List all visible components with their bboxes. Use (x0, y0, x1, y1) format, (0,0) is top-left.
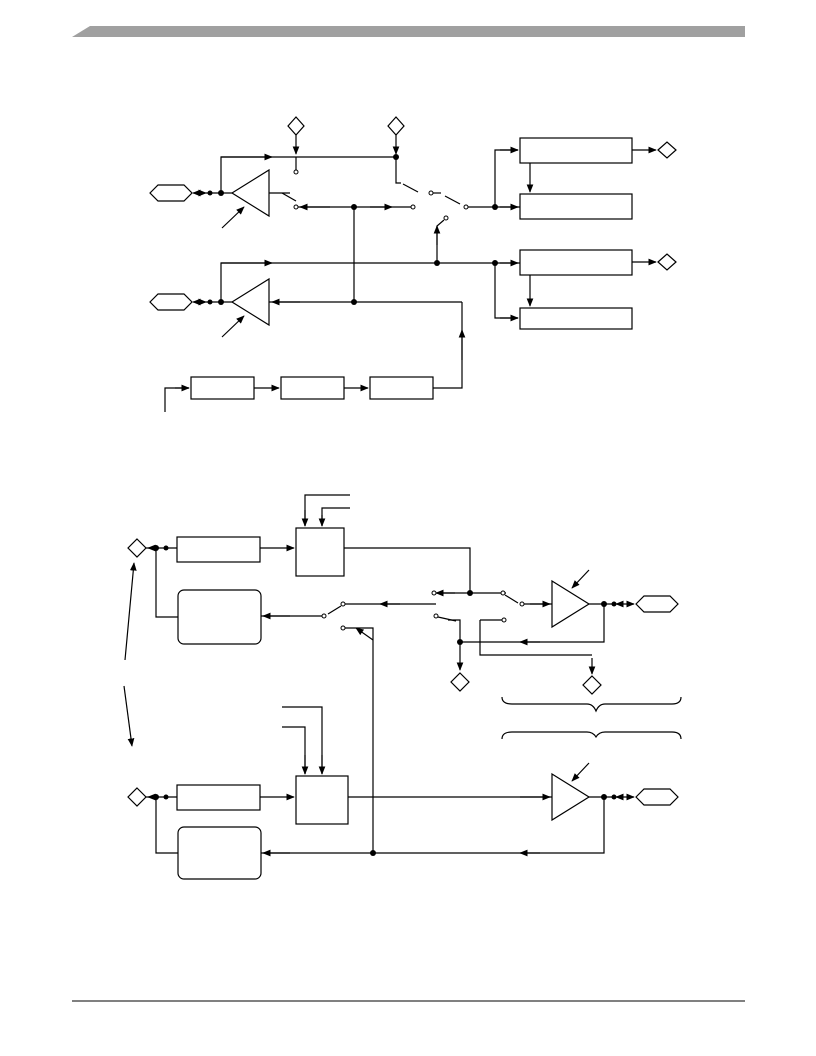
buffer-triangle-2 (230, 277, 270, 327)
register-box-1 (519, 137, 633, 164)
register-box-4 (519, 307, 633, 330)
port-diamond-1 (287, 116, 305, 136)
pad-hexagon-4 (635, 788, 679, 806)
register-box-2 (519, 193, 633, 220)
buffer-triangle-4 (551, 772, 591, 822)
pad-hexagon-2 (149, 293, 193, 311)
mux-box-2 (295, 775, 349, 825)
register-box-6 (176, 784, 261, 811)
mux-box-1 (295, 527, 345, 577)
buffer-triangle-3 (551, 579, 591, 629)
chain-box-2 (280, 376, 345, 400)
top-diagram (149, 116, 677, 412)
pad-hexagon-1 (149, 184, 193, 202)
register-box-5 (176, 536, 261, 563)
chain-box-1 (190, 376, 255, 400)
register-box-3 (519, 249, 633, 276)
port-diamond-7 (450, 672, 470, 692)
port-diamond-8 (582, 675, 602, 695)
bottom-diagram (123, 494, 682, 880)
port-diamond-3 (657, 141, 677, 159)
port-diamond-5 (127, 538, 147, 558)
chain-box-3 (369, 376, 434, 400)
brace (501, 696, 682, 713)
logic-box-2 (177, 826, 262, 880)
port-diamond-2 (387, 116, 405, 136)
header-bar (72, 26, 745, 37)
port-diamond-4 (657, 253, 677, 271)
pad-hexagon-3 (635, 595, 679, 613)
logic-box-1 (177, 589, 262, 645)
buffer-triangle-1 (230, 168, 270, 218)
port-diamond-6 (127, 787, 147, 807)
